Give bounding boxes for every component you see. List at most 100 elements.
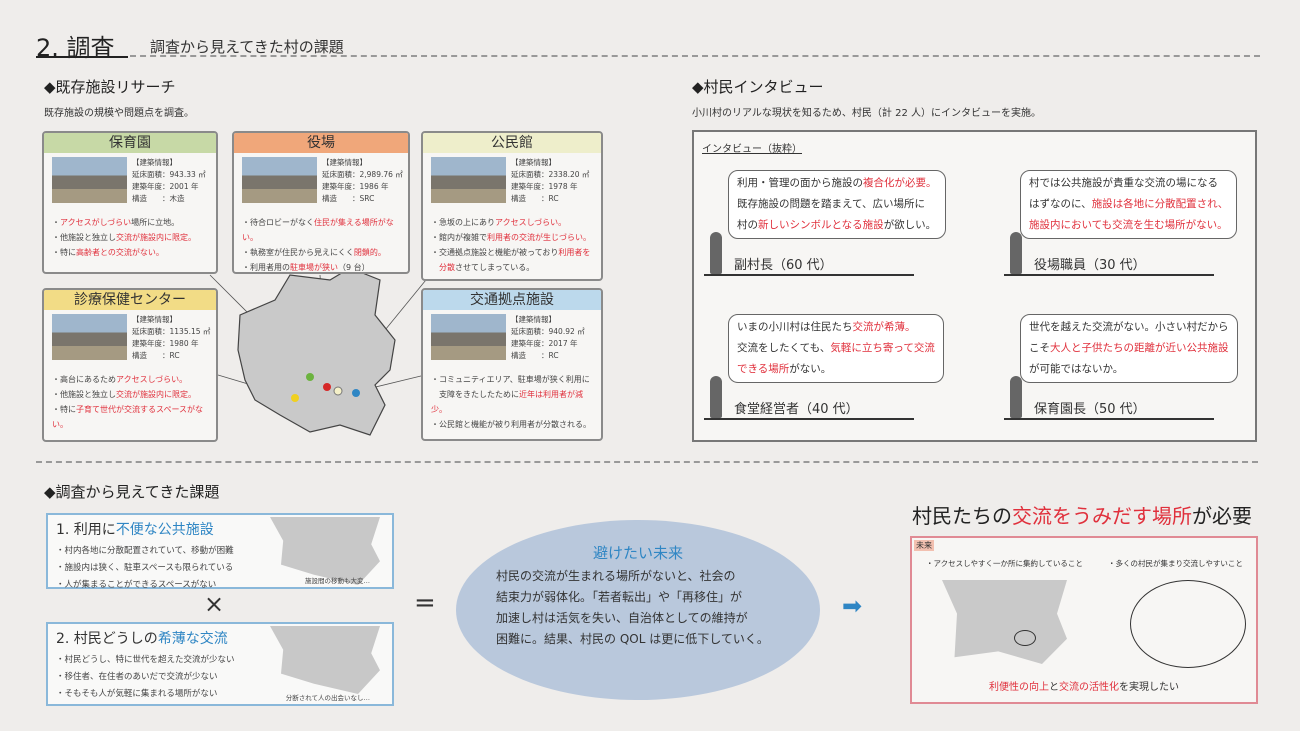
text-segment: ・執務室が住民から見えにくく [242, 248, 354, 257]
text-segment: 場所に立地。 [131, 218, 180, 227]
facility-issues: ・高台にあるためアクセスしづらい。・他施設と独立し交流が施設内に限定。・特に子育… [52, 372, 212, 432]
issue-point: ・高台にあるためアクセスしづらい。 [52, 372, 212, 387]
facility-issues: ・待合ロビーがなく住民が集える場所がない。・執務室が住民から見えにくく閉鎖的。・… [242, 215, 404, 272]
info-year: 建築年度：1978 年 [511, 182, 578, 191]
highlight-text: 新しいシンボルとなる施設 [758, 219, 884, 231]
issue-point: ・アクセスがしづらい場所に立地。 [52, 215, 212, 230]
text-segment: ・公民館と機能が被り利用者が分散される。 [431, 420, 591, 429]
future-tag: 未来 [914, 540, 934, 551]
avoid-line: 加速し村は活気を失い、自治体としての維持が [496, 611, 748, 625]
interview-box: インタビュー（抜粋） 利用・管理の面から施設の複合化が必要。既存施設の問題を踏ま… [692, 130, 1257, 442]
highlight-text: 子育て世代が交流するスペースがない。 [52, 405, 204, 429]
text-segment: ・特に [52, 405, 76, 414]
highlight-text: 希薄な交流 [157, 631, 228, 647]
avoid-future-title: 避けたい未来 [592, 544, 683, 562]
highlight-text: 施設は各地に分散配置され、 [1091, 198, 1229, 210]
bubble-line: が可能ではないか。 [1029, 359, 1229, 380]
text-segment: ・他施設と独立し [52, 390, 116, 399]
text-segment: 世代を越えた交流がない。小さい村だから [1029, 321, 1229, 333]
info-structure: 構造 ：SRC [322, 194, 375, 203]
text-segment: 1. 利用に [56, 522, 116, 538]
info-year: 建築年度：2001 年 [132, 182, 199, 191]
info-area: 延床面積：940.92 ㎡ [511, 327, 585, 336]
highlight-text: 施設内においても交流を生む場所がない。 [1029, 219, 1228, 231]
avoid-line: 結束力が弱体化。「若者転出」や「再移住」が [496, 590, 743, 604]
highlight-text: 利用者を [558, 248, 591, 257]
info-info_label: 【建築情報】 [511, 315, 556, 324]
text-segment: が欲しい。 [883, 219, 937, 231]
highlight-text: 気軽に立ち寄って交流 [830, 342, 935, 354]
text-segment: ・特に [52, 248, 76, 257]
text-segment: 交流をしたくても、 [737, 342, 831, 354]
highlight-text: 近年は利用者が減少。 [431, 390, 583, 414]
avoid-line: 困難に。結果、村民の QOL は更に低下していく。 [496, 632, 769, 646]
highlight-text: 交流が施設内に限定。 [116, 390, 196, 399]
speech-bubble: いまの小川村は住民たち交流が希薄。交流をしたくても、気軽に立ち寄って交流できる場… [728, 314, 944, 383]
issue-point: ・急坂の上にありアクセスしづらい。 [431, 215, 597, 230]
bubble-line: 交流をしたくても、気軽に立ち寄って交流 [737, 338, 935, 359]
issue-point: ・待合ロビーがなく住民が集える場所がない。 [242, 215, 404, 245]
issue-points: ・村民どうし、特に世代を超えた交流が少ない・移住者、在住者のあいだで交流が少ない… [56, 652, 235, 703]
need-title: 村民たちの交流をうみだす場所が必要 [912, 500, 1252, 529]
bubble-line: 村の新しいシンボルとなる施設が欲しい。 [737, 215, 937, 236]
issue-point: ・他施設と独立し交流が施設内に限定。 [52, 387, 212, 402]
interviewee-label: 食堂経営者（40 代） [734, 402, 859, 417]
issue-point: ・公民館と機能が被り利用者が分散される。 [431, 417, 597, 432]
map-dot-transport [352, 389, 360, 397]
avoid-future-ellipse: 避けたい未来 村民の交流が生まれる場所がないと、社会の結束力が弱体化。「若者転出… [456, 520, 820, 700]
text-segment: が可能ではないか。 [1029, 363, 1124, 375]
text-segment [431, 263, 439, 272]
highlight-text: 交流が希薄。 [852, 321, 916, 333]
issue-card: 1. 利用に不便な公共施設・村内各地に分散配置されていて、移動が困難・施設内は狭… [46, 513, 394, 590]
equals-sign: = [414, 588, 436, 618]
highlight-text: 交流の活性化 [1059, 682, 1119, 693]
bubble-line: いまの小川村は住民たち交流が希薄。 [737, 317, 935, 338]
highlight-text: 駐車場が狭い [290, 263, 338, 272]
highlight-text: 高齢者との交流がない。 [76, 248, 164, 257]
text-segment: はずなのに、 [1029, 198, 1092, 210]
need-bottom-text: 利便性の向上と交流の活性化を実現したい [912, 678, 1256, 693]
facility-name: 交通拠点施設 [423, 290, 601, 310]
highlight-text: 交流をうみだす場所 [1012, 504, 1192, 528]
facility-issues: ・コミュニティエリア、駐車場が狭く利用に 支障をきたしたために近年は利用者が減少… [431, 372, 597, 432]
person-silhouette-icon [710, 232, 722, 274]
bubble-line: 施設内においても交流を生む場所がない。 [1029, 215, 1228, 236]
highlight-text: 交流が施設内に限定。 [116, 233, 196, 242]
issue-point: ・移住者、在住者のあいだで交流が少ない [56, 672, 218, 682]
issue-point: ・村内各地に分散配置されていて、移動が困難 [56, 546, 234, 556]
facility-issues: ・急坂の上にありアクセスしづらい。・館内が複雑で利用者の交流が生じづらい。・交通… [431, 215, 597, 275]
issue-point: ・村民どうし、特に世代を超えた交流が少ない [56, 655, 235, 665]
issue-point: ・交通拠点施設と機能が被っており利用者を [431, 245, 597, 260]
text-segment: が必要 [1192, 504, 1252, 528]
text-segment: ・利用者用の [242, 263, 290, 272]
title-underline [36, 56, 128, 58]
text-segment: ・急坂の上にあり [431, 218, 495, 227]
issue-points: ・村内各地に分散配置されていて、移動が困難・施設内は狭く、駐車スペースも限られて… [56, 543, 234, 594]
highlight-text: 閉鎖的。 [353, 248, 386, 257]
info-year: 建築年度：1980 年 [132, 339, 199, 348]
text-segment: 既存施設の問題を踏まえて、広い場所に [737, 198, 925, 210]
issue-title: 2. 村民どうしの希薄な交流 [56, 628, 228, 648]
interviewee-label: 保育園長（50 代） [1034, 402, 1146, 417]
text-segment: ・交通拠点施設と機能が被っており [431, 248, 559, 257]
text-segment: 村の [737, 219, 758, 231]
interviewee-label: 副村長（60 代） [734, 258, 833, 273]
map-dot-clinic [291, 394, 299, 402]
ground-line [1004, 418, 1214, 420]
research-title: ◆既存施設リサーチ [44, 78, 176, 96]
interview-box-label: インタビュー（抜粋） [702, 144, 802, 155]
issue-point: ・利用者用の駐車場が狭い（9 台） [242, 260, 404, 272]
text-segment: 2. 村民どうしの [56, 631, 158, 647]
divider [36, 461, 1258, 463]
issue-map-caption: 分断されて人の出会いなし… [285, 694, 370, 702]
info-structure: 構造 ：RC [511, 194, 559, 203]
research-desc: 既存施設の規模や問題点を調査。 [44, 108, 194, 119]
highlight-text: 大人と子供たちの距離が近い公共施設 [1050, 342, 1229, 354]
text-segment: させてしまっている。 [455, 263, 535, 272]
